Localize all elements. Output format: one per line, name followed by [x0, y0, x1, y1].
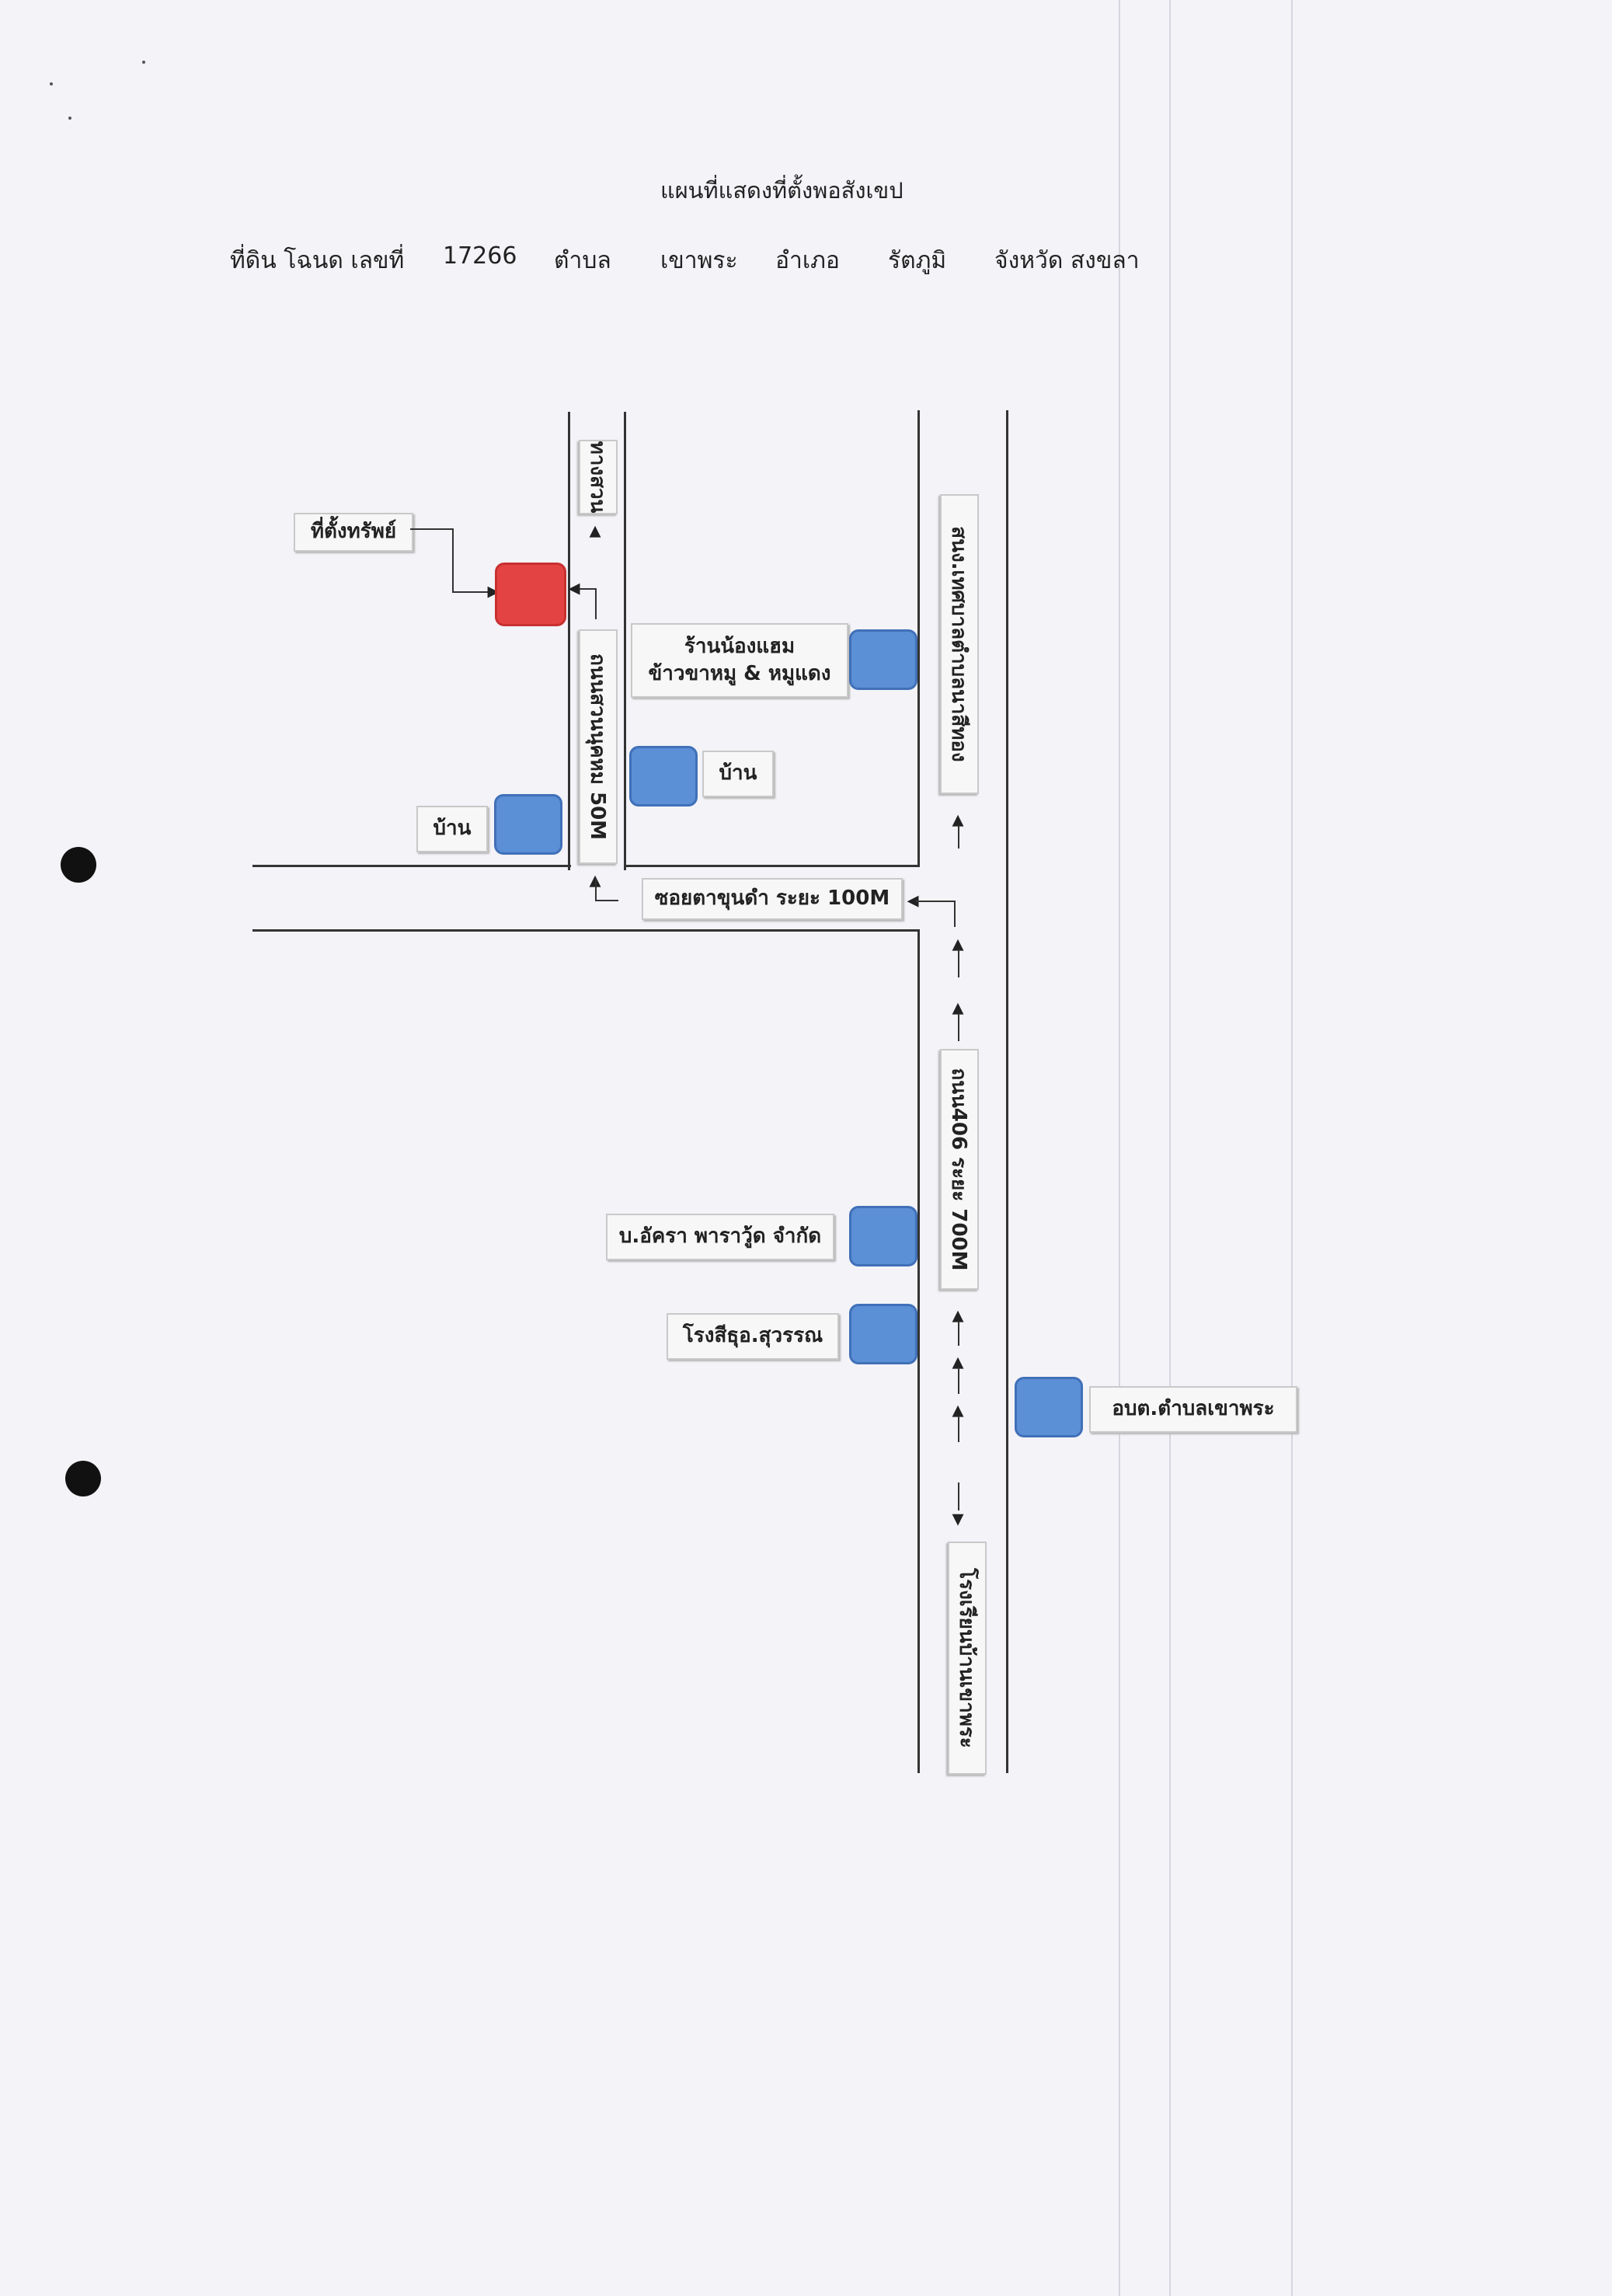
soi-road-left-edge	[568, 412, 570, 870]
deed-number: 17266	[443, 242, 517, 270]
subdistrict-value: เขาพระ	[660, 247, 738, 274]
arrow-shaft	[958, 1482, 959, 1510]
elbow-line	[915, 901, 956, 902]
elbow-line	[954, 901, 956, 927]
company-marker[interactable]	[849, 1206, 917, 1266]
shop-label: ร้านน้องแฮม ข้าวขาหมู & หมูแดง	[631, 623, 848, 698]
soi-tadukham-top-edge-right	[624, 865, 920, 867]
arrow-shaft	[958, 1013, 959, 1041]
arrow-up-icon: ▴	[952, 1348, 964, 1375]
highway-left-edge-top	[917, 410, 920, 867]
arrow-shaft	[958, 825, 959, 848]
dust-speck	[50, 82, 53, 85]
soi-road-right-edge	[624, 412, 626, 870]
elbow-line	[595, 900, 618, 901]
elbow-line	[578, 588, 597, 590]
highway-right-edge	[1006, 410, 1008, 1773]
dust-speck	[68, 117, 71, 120]
house-left-label: บ้าน	[416, 806, 488, 852]
property-marker[interactable]	[495, 563, 566, 626]
municipal-office-label: สนง.เทศบาลตำบลนาสีทอง	[938, 494, 981, 794]
arrow-shaft	[958, 949, 959, 977]
map-title: แผนที่แสดงที่ตั้งพอสังเขป	[660, 177, 903, 204]
to-orchard-label: ทางสวน	[576, 440, 620, 514]
soi-road-label: ถนนสวนนุคหม 50M	[576, 629, 620, 864]
arrow-up-icon: ▴	[952, 930, 964, 957]
arrow-left-icon: ◂	[907, 887, 919, 914]
scan-stripe	[1169, 0, 1171, 2296]
shop-name: ร้านน้องแฮม	[684, 634, 796, 658]
soi-tadukham-label: ซอยตาขุนดำ ระยะ 100M	[642, 878, 903, 920]
soi-tadukham-bottom-edge	[252, 929, 920, 932]
house-right-label: บ้าน	[702, 751, 774, 797]
scan-stripe	[1119, 0, 1120, 2296]
shop-menu: ข้าวขาหมู & หมูแดง	[648, 662, 831, 685]
arrow-shaft	[958, 1416, 959, 1442]
elbow-line	[595, 588, 597, 619]
soi-tadukham-top-edge	[252, 865, 571, 867]
district-value: รัตภูมิ	[888, 247, 947, 274]
scan-stripe	[1291, 0, 1293, 2296]
arrow-left-icon: ◂	[568, 574, 580, 601]
arrow-shaft	[958, 1321, 959, 1346]
house-right-marker[interactable]	[629, 746, 698, 807]
arrow-shaft	[958, 1367, 959, 1394]
highway-406-label: ถนน406 ระยะ 700M	[938, 1049, 981, 1290]
highway-left-edge-bottom	[917, 929, 920, 1773]
school-label: โรงเรียนบ้านเขาพระ	[945, 1542, 989, 1775]
elbow-line	[595, 878, 597, 901]
connector-line	[452, 528, 454, 592]
punch-hole	[65, 1461, 101, 1496]
arrow-up-icon: ▴	[952, 994, 964, 1021]
district-label: อำเภอ	[775, 247, 840, 274]
company-label: บ.อัครา พาราวู้ด จำกัด	[606, 1214, 834, 1260]
punch-hole	[61, 847, 96, 883]
property-location-label: ที่ตั้งทรัพย์	[294, 513, 413, 552]
house-left-marker[interactable]	[494, 794, 562, 855]
sao-label: อบต.ตำบลเขาพระ	[1089, 1386, 1297, 1433]
arrow-up-icon: ▴	[952, 806, 964, 833]
connector-line	[410, 528, 452, 530]
connector-line	[452, 591, 493, 593]
arrow-up-icon: ▴	[952, 1301, 964, 1329]
sao-marker[interactable]	[1015, 1377, 1083, 1437]
dust-speck	[142, 61, 145, 64]
arrow-up-icon: ▴	[589, 517, 601, 544]
province-value: จังหวัด สงขลา	[994, 247, 1140, 274]
arrow-up-icon: ▴	[952, 1396, 964, 1423]
factory-marker[interactable]	[849, 1304, 917, 1364]
subdistrict-label: ตำบล	[554, 247, 611, 274]
deed-label: ที่ดิน โฉนด เลขที่	[230, 247, 405, 274]
arrow-down-icon: ▾	[952, 1505, 964, 1532]
factory-label: โรงสีธุอ.สุวรรณ	[667, 1313, 839, 1360]
shop-marker[interactable]	[849, 629, 917, 690]
